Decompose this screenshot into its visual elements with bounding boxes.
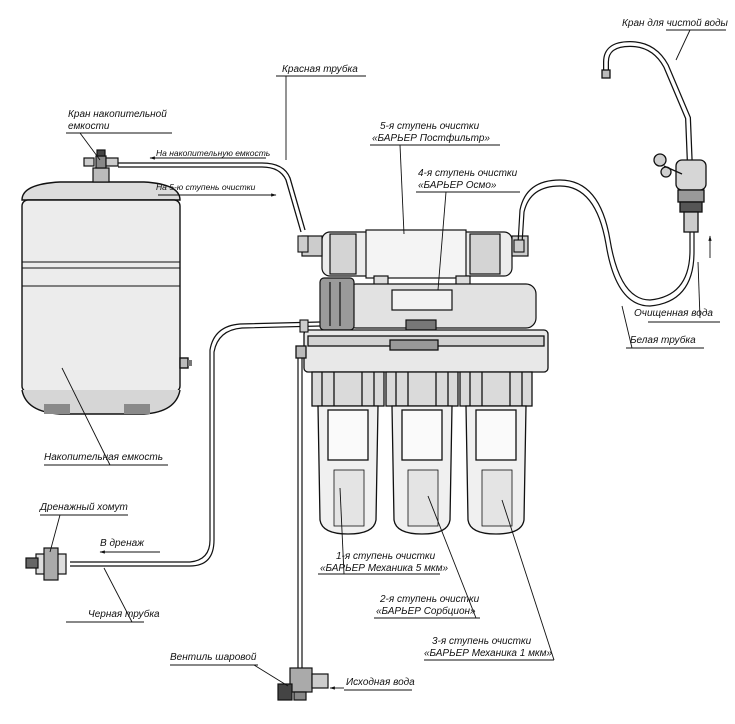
label-clean-water-faucet: Кран для чистой воды — [622, 18, 728, 29]
drain-clamp — [25, 547, 67, 581]
label-stage4-2: «БАРЬЕР Осмо» — [418, 180, 497, 191]
storage-tank — [21, 181, 192, 415]
label-stage2-1: 2-я ступень очистки — [380, 594, 480, 605]
label-stage3-2: «БАРЬЕР Механика 1 мкм» — [424, 648, 553, 659]
tube-fittings — [297, 235, 525, 333]
label-ball-valve: Вентиль шаровой — [170, 652, 257, 663]
clean-water-faucet — [601, 40, 707, 233]
label-white-tube: Белая трубка — [630, 335, 696, 346]
label-stage1-2: «БАРЬЕР Механика 5 мкм» — [320, 563, 449, 574]
filter-housing-3 — [459, 371, 533, 535]
red-tube — [118, 162, 306, 233]
filter-housing-2 — [385, 371, 459, 535]
label-storage-tank: Накопительная емкость — [44, 452, 163, 463]
label-stage5-2: «БАРЬЕР Постфильтр» — [372, 133, 490, 144]
label-tank-valve-2: емкости — [68, 121, 110, 132]
label-red-tube: Красная трубка — [282, 64, 358, 75]
label-to-drain: В дренаж — [100, 538, 145, 549]
tank-valve — [83, 149, 119, 183]
manifold-head — [295, 329, 549, 373]
label-stage4-1: 4-я ступень очистки — [418, 168, 518, 179]
ball-valve — [277, 667, 329, 701]
label-source-water: Исходная вода — [346, 677, 415, 688]
label-black-tube: Черная трубка — [88, 609, 160, 620]
label-stage5-1: 5-я ступень очистки — [380, 121, 480, 132]
label-stage1-1: 1-я ступень очистки — [336, 551, 436, 562]
label-stage2-2: «БАРЬЕР Сорбцион» — [376, 606, 476, 617]
label-stage3-1: 3-я ступень очистки — [432, 636, 532, 647]
annotation-lines — [40, 29, 726, 691]
source-water-line — [297, 350, 303, 670]
label-to-stage5: На 5-ю ступень очистки — [156, 182, 256, 192]
filter-housing-1 — [311, 371, 385, 535]
upper-module — [301, 229, 537, 331]
white-tube — [517, 179, 695, 307]
label-tank-valve-1: Кран накопительной — [68, 109, 167, 120]
black-tube — [70, 321, 321, 567]
label-drain-clamp: Дренажный хомут — [40, 502, 128, 513]
label-to-storage-tank: На накопительную емкость — [156, 148, 271, 158]
label-purified-water: Очищенная вода — [634, 308, 713, 319]
